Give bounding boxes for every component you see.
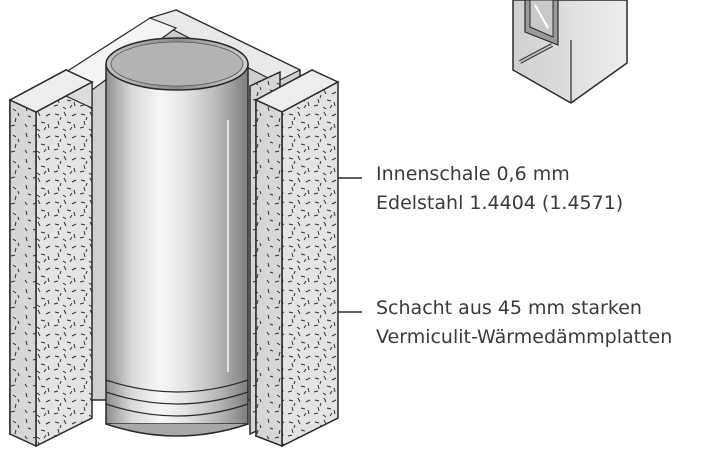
steel-inner-pipe <box>105 37 249 437</box>
callout-inner-shell: Innenschale 0,6 mm Edelstahl 1.4404 (1.4… <box>376 160 623 219</box>
inset-detail <box>512 0 628 104</box>
callout-shaft-line1: Schacht aus 45 mm starken <box>376 297 642 319</box>
callout-shaft: Schacht aus 45 mm starken Vermiculit-Wär… <box>376 294 672 353</box>
callout-inner-shell-line1: Innenschale 0,6 mm <box>376 163 570 185</box>
insulation-right <box>249 68 340 448</box>
callout-inner-shell-line2: Edelstahl 1.4404 (1.4571) <box>376 192 624 215</box>
callout-shaft-line2: Vermiculit-Wärmedämmplatten <box>376 326 673 349</box>
insulation-left <box>8 68 94 448</box>
